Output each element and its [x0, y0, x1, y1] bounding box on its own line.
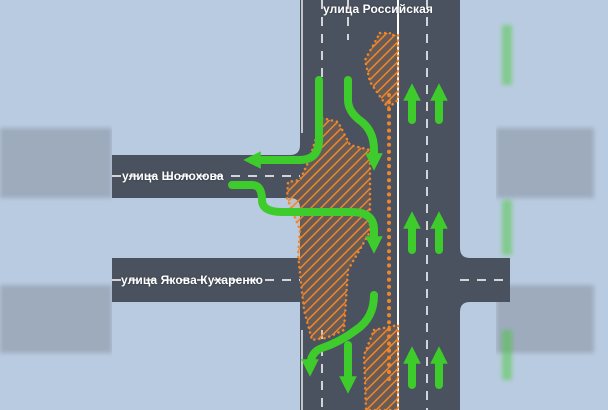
road-scheme	[112, 0, 510, 410]
arrow-from-sholokhova-icon	[228, 181, 383, 254]
ghost-road-left-1	[0, 128, 112, 198]
kukharenko-road-left	[112, 258, 300, 302]
arrow-down-shift-icon	[344, 76, 383, 171]
arrow-down-bottom-left-icon	[301, 291, 378, 377]
intersection-map: улица Российская улица Шолохова улица Як…	[112, 0, 510, 410]
right-blurred-panel	[496, 0, 608, 410]
hatch-middle	[285, 116, 372, 342]
ghost-arrow-right-2	[502, 200, 512, 255]
arrow-left-turn-icon	[243, 76, 323, 169]
street-label-rossiyskaya: улица Российская	[323, 2, 433, 16]
ghost-road-right-2	[496, 285, 594, 353]
direction-arrows	[228, 76, 448, 394]
ghost-arrow-right-3	[502, 330, 512, 380]
ghost-road-right-1	[496, 128, 594, 198]
ghost-road-left-2	[0, 285, 112, 353]
hatch-top	[363, 31, 400, 110]
hatched-zones	[285, 31, 400, 410]
left-blurred-panel	[0, 0, 112, 410]
street-label-kukharenko: улица Якова Кухаренко	[121, 273, 264, 287]
street-label-sholokhova: улица Шолохова	[122, 169, 224, 183]
hatch-bottom	[362, 323, 400, 410]
ghost-arrow-right-1	[502, 25, 512, 85]
